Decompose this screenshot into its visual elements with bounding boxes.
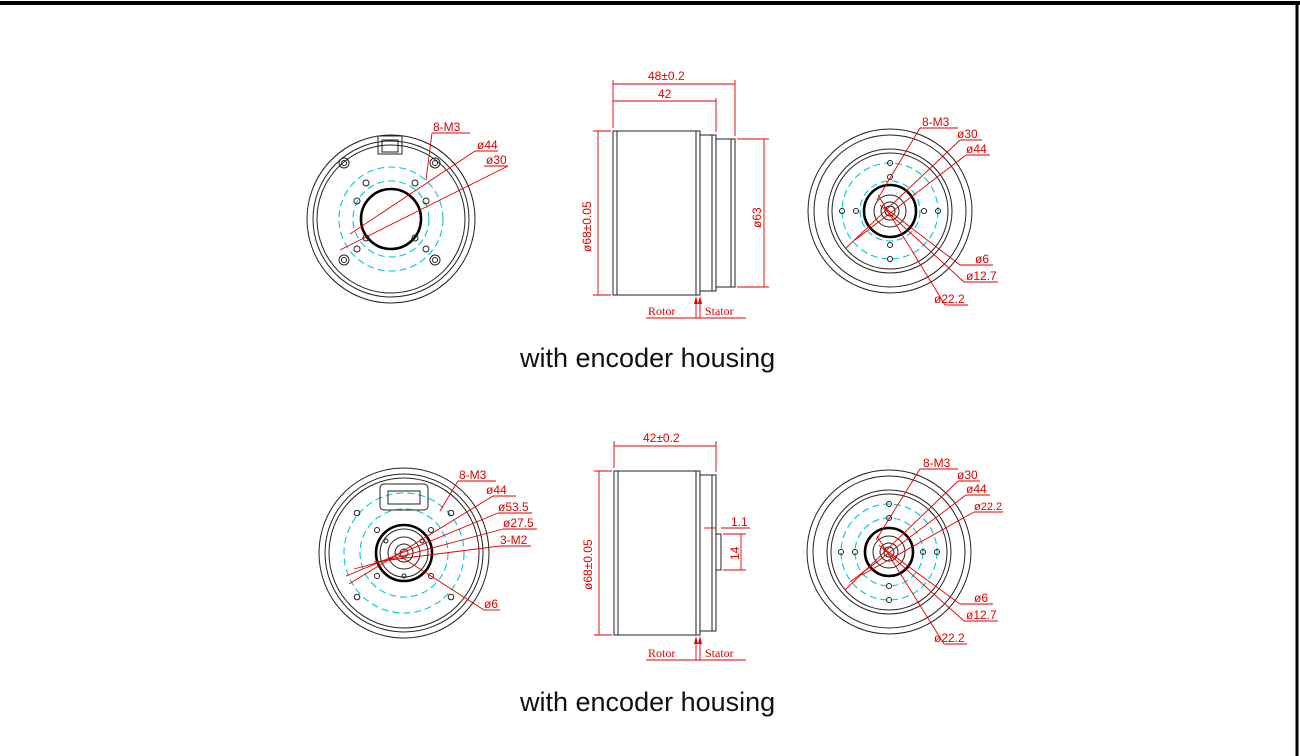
bottom-back-view: 8-M3 ø30 ø44 ø22.2 ø6 ø12.7 ø22.2 — [806, 456, 1003, 645]
top-caption: with encoder housing — [519, 343, 775, 373]
bottom-side-diameter: ø68±0.05 — [581, 539, 595, 590]
bottom-back-d30-label: ø30 — [957, 468, 978, 482]
top-front-view: 8-M3 ø44 ø30 — [306, 120, 509, 304]
bottom-side-shaft-len: 1.1 — [731, 515, 748, 529]
top-back-m3-label: 8-M3 — [922, 115, 950, 129]
top-front-m3-label: 8-M3 — [433, 120, 461, 134]
bottom-front-view: 8-M3 ø44 ø53.5 ø27.5 3-M2 ø6 — [318, 467, 537, 639]
bottom-back-d22-2-top-label: ø22.2 — [974, 501, 1002, 513]
bottom-front-d53-5-label: ø53.5 — [498, 500, 529, 514]
bottom-front-m2-label: 3-M2 — [500, 533, 528, 547]
top-front-d44-label: ø44 — [477, 138, 498, 152]
bottom-side-length-total: 42±0.2 — [643, 431, 680, 445]
bottom-back-d6-label: ø6 — [974, 591, 988, 605]
top-front-d30-label: ø30 — [486, 153, 507, 167]
top-side-length-total: 48±0.2 — [648, 69, 685, 83]
bottom-caption: with encoder housing — [519, 687, 775, 717]
top-back-d44-label: ø44 — [966, 142, 987, 156]
top-back-view: 8-M3 ø30 ø44 ø6 ø12.7 ø22.2 — [807, 115, 998, 306]
top-rotor-label: Rotor — [648, 304, 675, 318]
bottom-rotor-label: Rotor — [648, 646, 675, 660]
top-back-d30-label: ø30 — [957, 127, 978, 141]
bottom-front-d27-5-label: ø27.5 — [503, 516, 534, 530]
bottom-back-m3-label: 8-M3 — [923, 456, 951, 470]
top-side-length-body: 42 — [658, 87, 672, 101]
bottom-side-view: 42±0.2 ø68±0.05 1.1 14 Rotor Stator — [581, 431, 750, 661]
bottom-side-shaft-dia: 14 — [728, 546, 742, 560]
bottom-front-d6-label: ø6 — [484, 597, 498, 611]
bottom-front-m3-label: 8-M3 — [459, 468, 487, 482]
bottom-back-d12-7-label: ø12.7 — [966, 608, 997, 622]
top-side-view: 48±0.2 42 ø68±0.05 ø63 Rotor Stator — [580, 69, 769, 319]
bottom-back-d44-label: ø44 — [966, 482, 987, 496]
top-back-d6-label: ø6 — [975, 252, 989, 266]
bottom-stator-label: Stator — [705, 646, 734, 660]
top-side-diameter-step: ø63 — [750, 207, 764, 228]
top-stator-label: Stator — [705, 304, 734, 318]
bottom-front-d44-label: ø44 — [486, 483, 507, 497]
top-back-d22-2-label: ø22.2 — [934, 292, 965, 306]
top-back-d12-7-label: ø12.7 — [966, 269, 997, 283]
bottom-back-d22-2-label: ø22.2 — [934, 631, 965, 645]
top-side-diameter: ø68±0.05 — [580, 201, 594, 252]
